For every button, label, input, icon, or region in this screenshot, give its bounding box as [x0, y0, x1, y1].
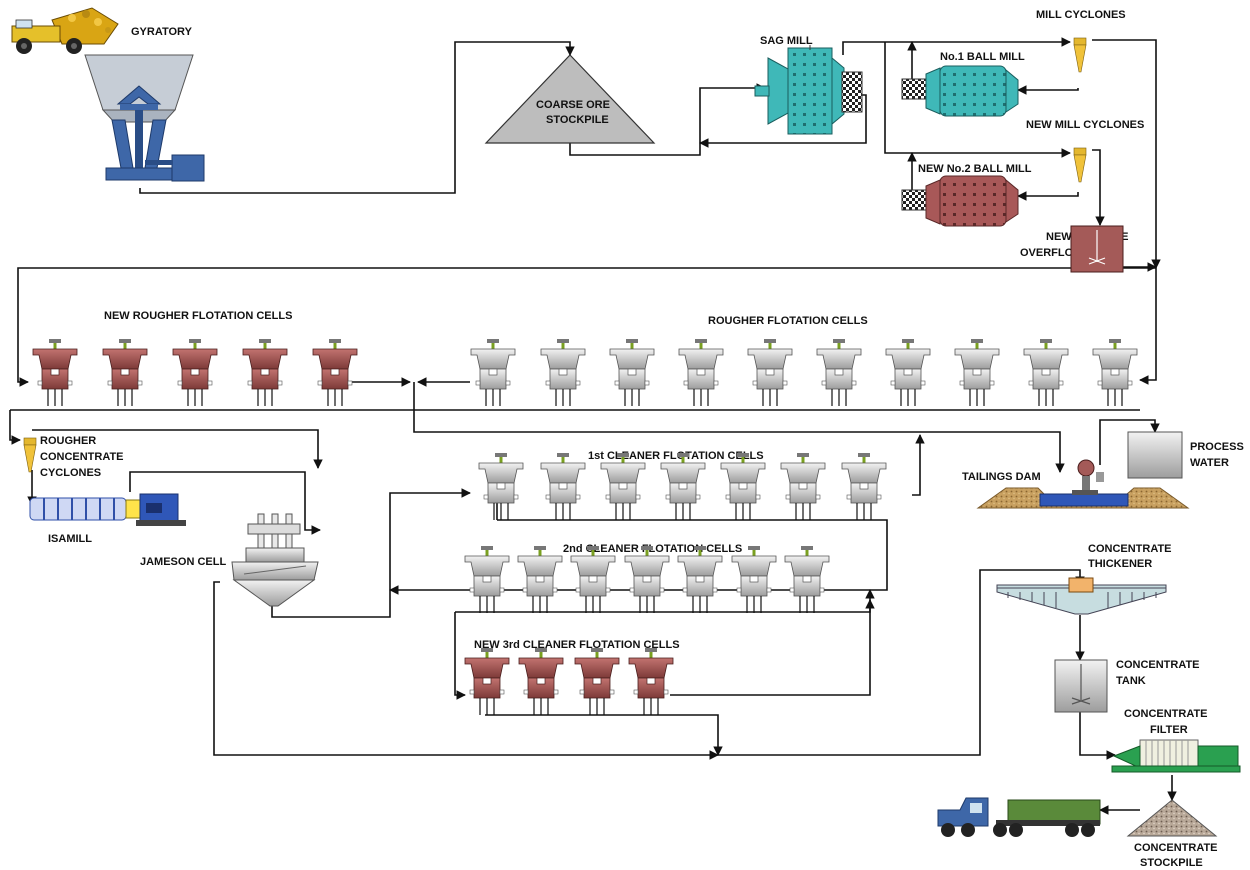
tailings-dam-label: TAILINGS DAM [962, 471, 1041, 483]
jameson-label: JAMESON CELL [140, 556, 226, 568]
conc-stockpile-label-2: STOCKPILE [1140, 857, 1203, 869]
flotation-cell [624, 545, 670, 614]
flotation-cell [570, 545, 616, 614]
flotation-cell [102, 338, 148, 407]
tailings-dam [976, 459, 1190, 509]
new-mill-cyclone-icon [1073, 147, 1087, 183]
conc-stockpile-label-1: CONCENTRATE [1134, 842, 1218, 854]
ball-mill-1-label: No.1 BALL MILL [940, 51, 1025, 63]
truck-icon [937, 797, 1101, 837]
flotation-cell [747, 338, 793, 407]
flotation-cell [677, 545, 723, 614]
flotation-cell [660, 452, 706, 521]
process-water-label-1: PROCESS [1190, 441, 1244, 453]
conc-tank-label-2: TANK [1116, 675, 1146, 687]
cleaner1-label: 1st CLEANER FLOTATION CELLS [588, 450, 764, 462]
flotation-cell [574, 647, 620, 716]
flotation-cell [242, 338, 288, 407]
ball-mill-2-label: NEW No.2 BALL MILL [918, 163, 1032, 175]
flotation-cell [172, 338, 218, 407]
flotation-cell [1092, 338, 1138, 407]
isamill-label: ISAMILL [48, 533, 92, 545]
flotation-cell [1023, 338, 1069, 407]
mill-cyclone-icon [1073, 37, 1087, 73]
isamill [29, 493, 186, 526]
cyclone-overflow-tank [1070, 225, 1124, 273]
new-rougher-cells [32, 338, 358, 407]
process-water-label-2: WATER [1190, 457, 1229, 469]
flotation-cell [628, 647, 674, 716]
flotation-cell [32, 338, 78, 407]
conc-filter-label-1: CONCENTRATE [1124, 708, 1208, 720]
new-rougher-label: NEW ROUGHER FLOTATION CELLS [104, 310, 292, 322]
cleaner2-cells [464, 545, 830, 614]
gyratory-crusher [84, 54, 205, 182]
sag-mill-label: SAG MILL [760, 35, 813, 47]
concentrate-tank [1054, 659, 1108, 713]
thickener-label-2: THICKENER [1088, 558, 1152, 570]
concentrate-filter [1111, 739, 1241, 773]
flotation-cell [816, 338, 862, 407]
flotation-cell [885, 338, 931, 407]
flotation-cell [464, 647, 510, 716]
cleaner3-label: NEW 3rd CLEANER FLOTATION CELLS [474, 639, 680, 651]
new-mill-cyclones-label: NEW MILL CYCLONES [1026, 119, 1144, 131]
sag-mill [754, 45, 863, 135]
rougher-cyc-label-1: ROUGHER [40, 435, 96, 447]
flotation-cell [720, 452, 766, 521]
flotation-cell [609, 338, 655, 407]
concentrate-thickener [996, 577, 1167, 615]
rougher-cells [470, 338, 1138, 407]
mill-cyclones-label: MILL CYCLONES [1036, 9, 1126, 21]
coarse-ore-stockpile: COARSE ORE STOCKPILE [484, 54, 656, 144]
flotation-cell [312, 338, 358, 407]
ball-mill-2 [901, 175, 1019, 227]
flotation-cell [600, 452, 646, 521]
flotation-cell [784, 545, 830, 614]
flotation-cell [518, 647, 564, 716]
jameson-cell [231, 513, 319, 607]
gyratory-label: GYRATORY [131, 26, 193, 38]
flotation-cell [478, 452, 524, 521]
flotation-cell [731, 545, 777, 614]
flotation-cell [470, 338, 516, 407]
flotation-cell [678, 338, 724, 407]
flotation-cell [517, 545, 563, 614]
flotation-cell [464, 545, 510, 614]
conc-filter-label-2: FILTER [1150, 724, 1188, 736]
svg-text:COARSE ORE: COARSE ORE [536, 99, 610, 111]
flotation-cell [780, 452, 826, 521]
process-water-tank [1127, 431, 1183, 479]
rougher-cyc-label-3: CYCLONES [40, 467, 101, 479]
flow-lines [9, 37, 1177, 815]
cleaner3-cells [464, 647, 674, 716]
rougher-cyclone-icon [23, 437, 37, 473]
cleaner1-cells [478, 452, 887, 521]
thickener-label-1: CONCENTRATE [1088, 543, 1172, 555]
flotation-cell [540, 452, 586, 521]
flotation-cell [954, 338, 1000, 407]
ball-mill-1 [901, 65, 1019, 117]
concentrate-stockpile [1126, 799, 1218, 837]
flotation-cell [540, 338, 586, 407]
conc-tank-label-1: CONCENTRATE [1116, 659, 1200, 671]
haul-truck-icon [11, 7, 119, 54]
rougher-cyc-label-2: CONCENTRATE [40, 451, 124, 463]
svg-text:STOCKPILE: STOCKPILE [546, 114, 609, 126]
rougher-label: ROUGHER FLOTATION CELLS [708, 315, 868, 327]
flotation-cell [841, 452, 887, 521]
